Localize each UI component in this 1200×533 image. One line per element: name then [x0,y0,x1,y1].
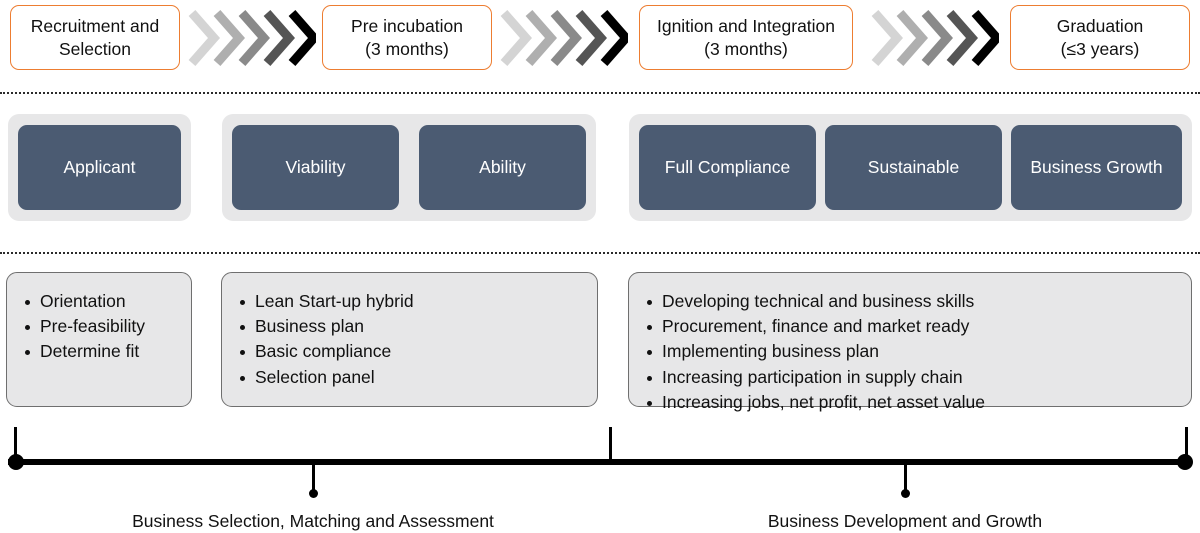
group-applicant: Applicant [8,114,191,221]
phase-label-pre-incubation: Pre incubation (3 months) [351,15,463,60]
group-growth: Full Compliance Sustainable Business Gro… [629,114,1192,221]
phase-label-recruitment: Recruitment and Selection [31,15,159,60]
activity-panel-screening: Orientation Pre-feasibility Determine fi… [6,272,192,407]
phase-label-line-1: Ignition and Integration [656,16,836,37]
milestone-card-sustainable[interactable]: Sustainable [825,125,1002,210]
phase-label-line-1: Pre incubation [351,16,463,37]
list-item: Orientation [23,289,177,314]
phase-label-line-2: (≤3 years) [1060,38,1140,59]
activity-list-screening: Orientation Pre-feasibility Determine fi… [23,289,177,365]
milestone-card-viability[interactable]: Viability [232,125,399,210]
milestone-card-full-compliance[interactable]: Full Compliance [639,125,816,210]
timeline-tick-middle [609,427,612,461]
list-item: Business plan [238,314,583,339]
phase-pill-graduation[interactable]: Graduation (≤3 years) [1010,5,1190,70]
list-item: Procurement, finance and market ready [645,314,1177,339]
list-item: Basic compliance [238,339,583,364]
phase-label-line-2: (3 months) [704,38,788,59]
list-item: Pre-feasibility [23,314,177,339]
milestone-band: Applicant Viability Ability Full Complia… [0,114,1200,221]
phase-label-line-2: (3 months) [365,38,449,59]
list-item: Increasing jobs, net profit, net asset v… [645,390,1177,415]
group-assessment: Viability Ability [222,114,596,221]
list-item: Implementing business plan [645,339,1177,364]
chevron-icon [871,10,999,66]
chevron-icon [188,10,316,66]
timeline: Business Selection, Matching and Assessm… [0,415,1200,533]
timeline-tick-end [1185,427,1188,461]
activity-panel-selection: Lean Start-up hybrid Business plan Basic… [221,272,598,407]
activity-list-selection: Lean Start-up hybrid Business plan Basic… [238,289,583,390]
timeline-label-development: Business Development and Growth [767,511,1043,531]
chevron-group-1 [186,7,316,69]
timeline-label-selection: Business Selection, Matching and Assessm… [132,511,494,531]
timeline-endpoint-end [1177,454,1193,470]
milestone-card-ability[interactable]: Ability [419,125,586,210]
milestone-card-label: Ability [479,157,526,177]
milestone-card-label: Full Compliance [664,157,791,177]
phase-label-ignition: Ignition and Integration (3 months) [657,15,835,60]
phase-pill-pre-incubation[interactable]: Pre incubation (3 months) [322,5,492,70]
chevron-group-2 [498,7,628,69]
phase-pill-recruitment[interactable]: Recruitment and Selection [10,5,180,70]
timeline-axis [8,459,1192,465]
separator-middle [0,252,1200,254]
milestone-card-business-growth[interactable]: Business Growth [1011,125,1182,210]
timeline-marker-dot-development [901,489,910,498]
phase-pill-ignition[interactable]: Ignition and Integration (3 months) [639,5,853,70]
phase-label-graduation: Graduation (≤3 years) [1057,15,1144,60]
chevron-group-3 [869,7,999,69]
phase-label-line-1: Graduation [1056,16,1144,37]
phase-label-line-2: Selection [59,38,131,59]
timeline-marker-development [904,465,907,493]
phase-row: Recruitment and Selection Pre incubation… [0,0,1200,92]
timeline-tick-start [14,427,17,461]
list-item: Determine fit [23,339,177,364]
list-item: Lean Start-up hybrid [238,289,583,314]
chevron-icon [500,10,628,66]
activity-list-development: Developing technical and business skills… [645,289,1177,415]
timeline-marker-selection [312,465,315,493]
milestone-card-label: Applicant [63,157,136,177]
milestone-card-label: Sustainable [867,157,960,177]
list-item: Developing technical and business skills [645,289,1177,314]
milestone-card-applicant[interactable]: Applicant [18,125,181,210]
list-item: Increasing participation in supply chain [645,365,1177,390]
milestone-card-label: Viability [285,157,346,177]
timeline-marker-dot-selection [309,489,318,498]
list-item: Selection panel [238,365,583,390]
milestone-card-label: Business Growth [1030,157,1163,177]
phase-label-line-1: Recruitment and [30,16,160,37]
timeline-endpoint-start [8,454,24,470]
activity-panel-development: Developing technical and business skills… [628,272,1192,412]
separator-top [0,92,1200,94]
